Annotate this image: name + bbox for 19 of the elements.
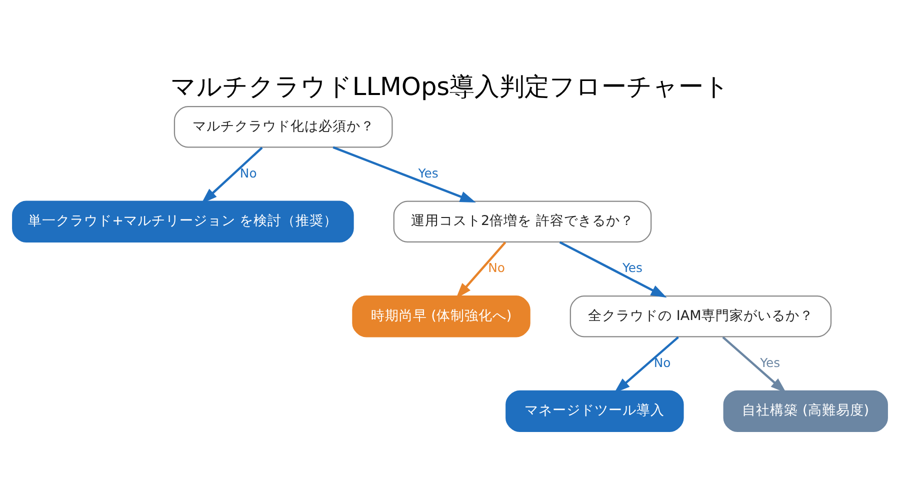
arrow [559,241,667,298]
node-box: マルチクラウド化は必須か？ [174,106,393,148]
edge-label: No [240,165,257,180]
edge-label: No [488,260,505,276]
edge-label: Yes [418,165,438,180]
edge-label: No [654,354,671,370]
arrow [201,146,263,204]
arrow [614,336,679,394]
node-box: 運用コスト2倍増を 許容できるか？ [393,200,652,243]
edge-label: Yes [622,260,642,276]
node-box: 全クラウドの IAM専門家がいるか？ [570,296,832,338]
node-box: 自社構築 (高難易度) [723,390,888,432]
arrow [332,146,476,203]
edge-label: Yes [760,354,780,370]
node-box: マネージドツール導入 [506,390,684,432]
node-box: 単一クラウド+マルチリージョン を検討（推奨） [12,200,354,243]
arrow [722,336,786,394]
diagram-title: マルチクラウドLLMOps導入判定フローチャート [170,72,730,101]
node-box: 時期尚早 (体制強化へ) [352,296,530,338]
